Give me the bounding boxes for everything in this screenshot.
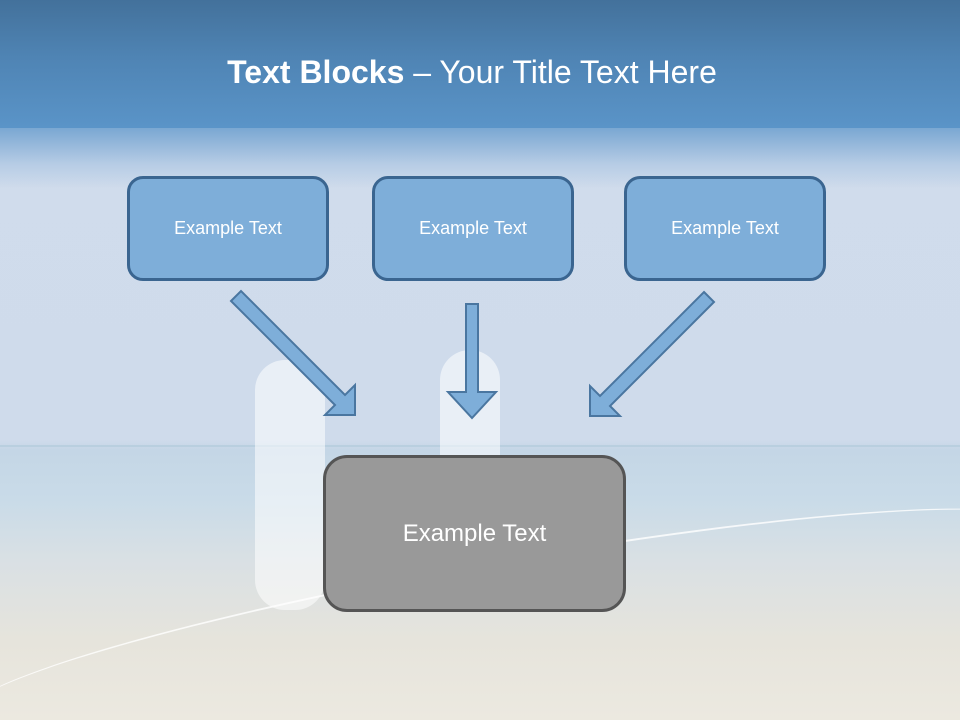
arrow-right-icon	[589, 290, 716, 417]
center-text-block[interactable]: Example Text	[323, 455, 626, 612]
text-block-2[interactable]: Example Text	[372, 176, 574, 281]
text-block-1[interactable]: Example Text	[127, 176, 329, 281]
text-block-1-label: Example Text	[174, 218, 282, 238]
text-block-2-label: Example Text	[419, 218, 527, 238]
center-text-block-label: Example Text	[402, 519, 547, 547]
background-figure-man	[255, 360, 325, 610]
text-block-3[interactable]: Example Text	[624, 176, 826, 281]
title-bold: Text Blocks	[227, 54, 405, 90]
header-band	[0, 0, 960, 128]
text-block-3-label: Example Text	[671, 218, 779, 238]
arrow-center-icon	[445, 303, 499, 420]
arrow-left-icon	[229, 289, 356, 416]
title-regular: Your Title Text Here	[439, 54, 717, 90]
slide-title: Text Blocks – Your Title Text Here	[0, 54, 944, 91]
title-separator: –	[404, 54, 440, 90]
